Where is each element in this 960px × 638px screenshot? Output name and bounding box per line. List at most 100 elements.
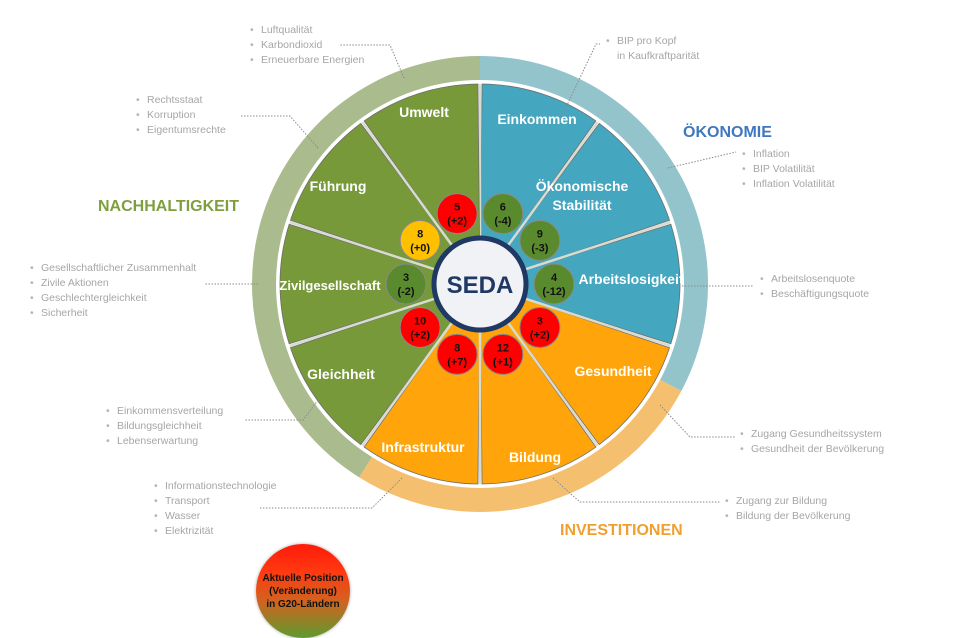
category-oekonomie: ÖKONOMIE — [683, 124, 772, 141]
ring-nachhaltigkeit — [251, 56, 480, 478]
category-nachhaltigkeit: NACHHALTIGKEIT — [98, 198, 240, 215]
indicator-item: Elektrizität — [154, 524, 277, 539]
indicator-item: Gesellschaftlicher Zusammenhalt — [30, 261, 196, 276]
indicators-fuehrung: Rechtsstaat Korruption Eigentumsrechte — [136, 93, 226, 138]
indicators-bildung: Zugang zur Bildung Bildung der Bevölkeru… — [725, 494, 850, 524]
seda-center-circle — [431, 235, 529, 333]
seda-label: SEDA — [447, 272, 514, 299]
badge-rank: 8 — [454, 342, 460, 354]
leader-line — [240, 115, 319, 149]
rank-badge: 6 (-4) — [482, 193, 524, 235]
leader-line — [659, 404, 736, 438]
leader-line — [552, 477, 720, 503]
rank-badge: 8(+0) — [399, 220, 441, 262]
rank-badge: 3 (-2) — [385, 263, 427, 305]
badge-rank: 12 — [497, 342, 509, 354]
badge-rank: 4 — [551, 272, 558, 284]
legend-circle: Aktuelle Position (Veränderung) in G20-L… — [256, 544, 350, 638]
wedge-label: Arbeitslosigkeit — [578, 271, 683, 287]
leader-line — [559, 43, 600, 121]
indicator-item: Informationstechnologie — [154, 479, 277, 494]
badge-rank: 8 — [417, 229, 423, 241]
indicators-infrastruktur: Informationstechnologie Transport Wasser… — [154, 479, 277, 539]
wedge-label: Zivilgesellschaft — [279, 278, 381, 293]
indicator-item: Wasser — [154, 509, 277, 524]
wedge-label: Bildung — [509, 449, 561, 465]
badge-circle — [482, 193, 524, 235]
wedge-separator — [507, 322, 599, 447]
rank-badge: 3(+2) — [519, 306, 561, 348]
indicator-item: Karbondioxid — [250, 38, 364, 53]
wedge-labels: EinkommenÖkonomischeStabilitätArbeitslos… — [279, 104, 683, 465]
rank-badge: 10(+2) — [399, 306, 441, 348]
wedge-separator — [525, 297, 671, 347]
indicator-item: Zivile Aktionen — [30, 276, 196, 291]
rank-badge: 12(+1) — [482, 333, 524, 375]
legend-line: (Veränderung) — [269, 585, 337, 597]
badge-change: (+2) — [410, 329, 430, 341]
wedge-label: Gesundheit — [574, 363, 651, 379]
badge-change: (-2) — [397, 286, 414, 298]
badge-circle — [436, 333, 478, 375]
badge-rank: 6 — [500, 202, 506, 214]
wedge-separator — [507, 121, 599, 246]
indicator-item: Korruption — [136, 108, 226, 123]
indicator-item: Arbeitslosenquote — [760, 272, 869, 287]
indicator-item: Erneuerbare Energien — [250, 53, 364, 68]
leader-line — [260, 477, 403, 509]
badge-change: (+7) — [447, 356, 467, 368]
ring-oekonomie — [480, 56, 708, 392]
indicator-item: Geschlechtergleichkeit — [30, 291, 196, 306]
rank-badge: 9(-3) — [519, 220, 561, 262]
badge-rank: 5 — [454, 202, 460, 214]
indicators-oekonomische-stabilitaet: Inflation BIP Volatilität Inflation Vola… — [742, 147, 835, 192]
badge-rank: 3 — [537, 315, 543, 327]
legend-line: in G20-Ländern — [266, 598, 340, 610]
indicator-item: Rechtsstaat — [136, 93, 226, 108]
badge-change: (+2) — [447, 216, 467, 228]
rank-badge: 5 (+2) — [436, 193, 478, 235]
wedge-separator — [525, 221, 671, 271]
indicator-item: Luftqualität — [250, 23, 364, 38]
leader-line — [244, 399, 319, 421]
indicators-gesundheit: Zugang Gesundheitssystem Gesundheit der … — [740, 427, 884, 457]
wedge-label: Stabilität — [552, 197, 611, 213]
indicators-umwelt: Luftqualität Karbondioxid Erneuerbare En… — [250, 23, 364, 68]
badge-circle — [519, 220, 561, 262]
wedge-separator — [361, 121, 453, 246]
indicators-einkommen: BIP pro Kopf in Kaufkraftparität — [606, 34, 699, 64]
indicator-item: in Kaufkraftparität — [617, 50, 700, 62]
wedge-label: Ökonomische — [536, 178, 629, 194]
rank-badge: 8 (+7) — [436, 333, 478, 375]
indicator-item: BIP pro Kopf — [606, 34, 699, 49]
indicator-item: Bildung der Bevölkerung — [725, 509, 850, 524]
wedge-separator — [361, 322, 453, 447]
wedge-label: Gleichheit — [307, 366, 375, 382]
indicator-item: Bildungsgleichheit — [106, 419, 223, 434]
indicator-item: Eigentumsrechte — [136, 123, 226, 138]
wedge-label: Führung — [310, 178, 367, 194]
rank-badges: 6(-4)9(-3)4(-12)3(+2)12(+1)8(+7)10(+2)3(… — [385, 193, 575, 375]
indicator-item: Einkommensverteilung — [106, 404, 223, 419]
badge-circle — [482, 333, 524, 375]
badge-circle — [399, 220, 441, 262]
indicator-item: Zugang zur Bildung — [725, 494, 850, 509]
badge-rank: 3 — [403, 272, 409, 284]
wedge-label: Einkommen — [497, 111, 576, 127]
badge-change: (-4) — [494, 216, 511, 228]
wedge-label: Infrastruktur — [381, 439, 465, 455]
wedge-label: Umwelt — [399, 104, 449, 120]
rank-badge: 4 (-12) — [533, 263, 575, 305]
indicator-item: Inflation — [742, 147, 835, 162]
indicator-item: Zugang Gesundheitssystem — [740, 427, 884, 442]
badge-circle — [533, 263, 575, 305]
indicator-item: Transport — [154, 494, 277, 509]
leader-line — [667, 151, 737, 169]
indicator-item: Inflation Volatilität — [742, 177, 835, 192]
category-investitionen: INVESTITIONEN — [560, 522, 683, 539]
badge-circle — [519, 306, 561, 348]
badge-change: (-3) — [531, 243, 548, 255]
badge-change: (-12) — [542, 286, 566, 298]
indicators-arbeitslosigkeit: Arbeitslosenquote Beschäftigungsquote — [760, 272, 869, 302]
